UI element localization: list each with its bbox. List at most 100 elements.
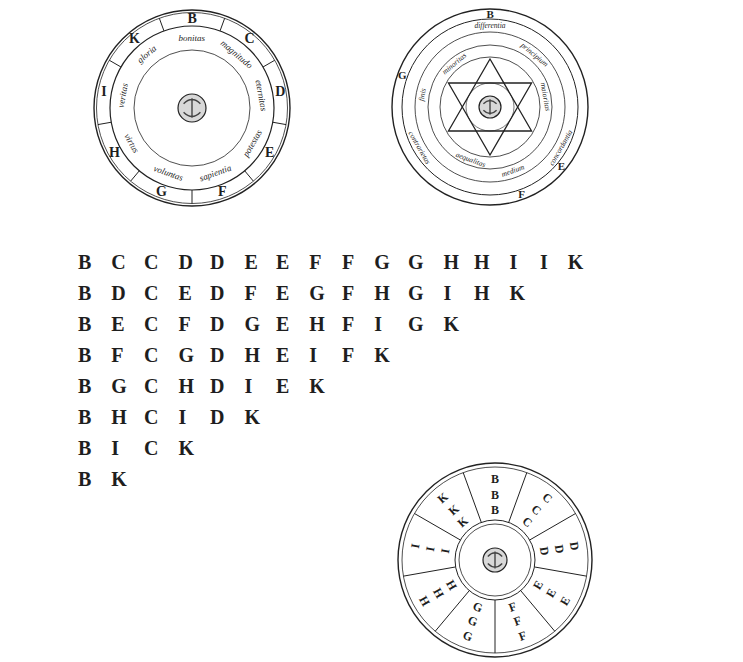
center-picture [483,548,507,572]
wheel-letter: G [466,614,479,628]
wheel-word: medium [501,164,526,179]
wheel-letter: G [156,185,167,199]
segment-divider [534,567,586,576]
letter-pair: IK [540,252,603,272]
wheel-letter: B [491,504,499,516]
center-picture [178,94,206,122]
wheel-word: maioritas [539,82,551,112]
segment-divider [131,171,140,181]
letter-pair: GK [408,314,479,334]
inner-wheel-ring [455,520,535,600]
wheel-letter: B [491,489,499,501]
wheel-letter: H [444,578,459,592]
wheel-letter: K [129,32,140,46]
letter-pair: CE [144,283,212,303]
letter-pair: EK [276,376,345,396]
center-picture [488,552,502,569]
wheel-letter: F [512,614,523,628]
letter-pair: DF [210,283,277,303]
outer-ring [94,10,290,206]
wheel-letter: E [558,594,572,607]
wheel-letter: E [558,161,565,172]
triangle [448,59,531,131]
letter-pair: CK [144,438,214,458]
letter-pair: EG [276,283,345,303]
letter-pair: FH [342,283,410,303]
word-band-ring [134,50,250,166]
wheel-letter: B [188,12,197,26]
outer-ring [97,13,288,204]
letter-pair: HK [474,283,545,303]
letter-pair: BK [78,469,147,489]
letter-pair: FI [342,314,402,334]
letter-band-ring [402,19,578,195]
letter-pair: DH [210,345,280,365]
segment-divider [530,514,576,541]
wheel-word: veritas [116,83,129,109]
wheel-letter: H [431,585,446,599]
wheel-letter: F [518,189,525,200]
letter-pair: FK [342,345,410,365]
word-band-ring [415,32,565,182]
letter-pair: FG [342,252,410,272]
wheel-letter: C [540,491,554,506]
wheel-letter: B [491,473,499,485]
segment-divider [98,122,111,124]
wheel-letter: G [461,629,474,643]
center-picture [483,99,496,114]
wheel-letter: I [101,85,106,99]
wheel-letter: D [537,546,550,557]
letter-pair: CD [144,252,213,272]
letter-pair: BD [78,283,146,303]
wheel-word: eternitas [254,80,268,113]
wheel-letter: E [531,579,545,592]
wheel-word: differentia [475,22,506,30]
wheel-letter: E [265,146,274,160]
wheel-letter: F [507,600,518,614]
wheel-letter: I [439,548,452,555]
letter-pair: BC [78,252,146,272]
letter-pair: DK [210,407,280,427]
word-band-ring [440,57,540,157]
segment-divider [273,122,286,124]
letter-pair: GH [408,252,479,272]
letter-pair: DE [210,252,278,272]
wheel-letter: D [552,543,565,554]
wheel-letter: H [109,146,120,160]
wheel-word: finis [418,88,428,102]
outer-ring [392,9,588,205]
segment-divider [192,190,193,204]
wheel-letter: C [245,32,255,46]
segment-divider [109,60,121,67]
letter-pair: CG [144,345,214,365]
letter-pair: DI [210,376,272,396]
wheel-letter: C [520,514,534,529]
segment-divider [245,171,254,181]
letter-pair: DG [210,314,280,334]
wheel-letter: D [275,85,285,99]
letter-wheel: BCDEFGHIKbonitasmagnitudoeternitaspotest… [91,7,293,209]
wheel-letter: I [409,543,422,550]
triangle [448,83,531,155]
outer-ring [402,467,588,653]
wheel-letter: I [425,545,438,552]
segment-divider [159,18,164,31]
wheel-letter: H [417,593,432,607]
letter-pair: CI [144,407,206,427]
inner-wheel-ring [459,524,531,596]
wheel-letter: C [529,503,543,518]
segment-divider [463,473,481,523]
letter-pair: BI [78,438,139,458]
center-picture [479,96,501,118]
wheel-letter: E [544,586,558,599]
wheel-word: bonitas [179,34,206,43]
wheel-word: sapientia [199,164,233,184]
letter-pair: EF [276,252,342,272]
wheel-letter: F [517,629,528,643]
segment-divider [495,600,496,653]
wheel-letter: K [436,490,451,505]
wheel-letter: K [456,514,471,529]
wheel-word: virtus [122,132,140,154]
segment-divider [509,473,527,523]
wheel-letter: D [568,541,581,552]
